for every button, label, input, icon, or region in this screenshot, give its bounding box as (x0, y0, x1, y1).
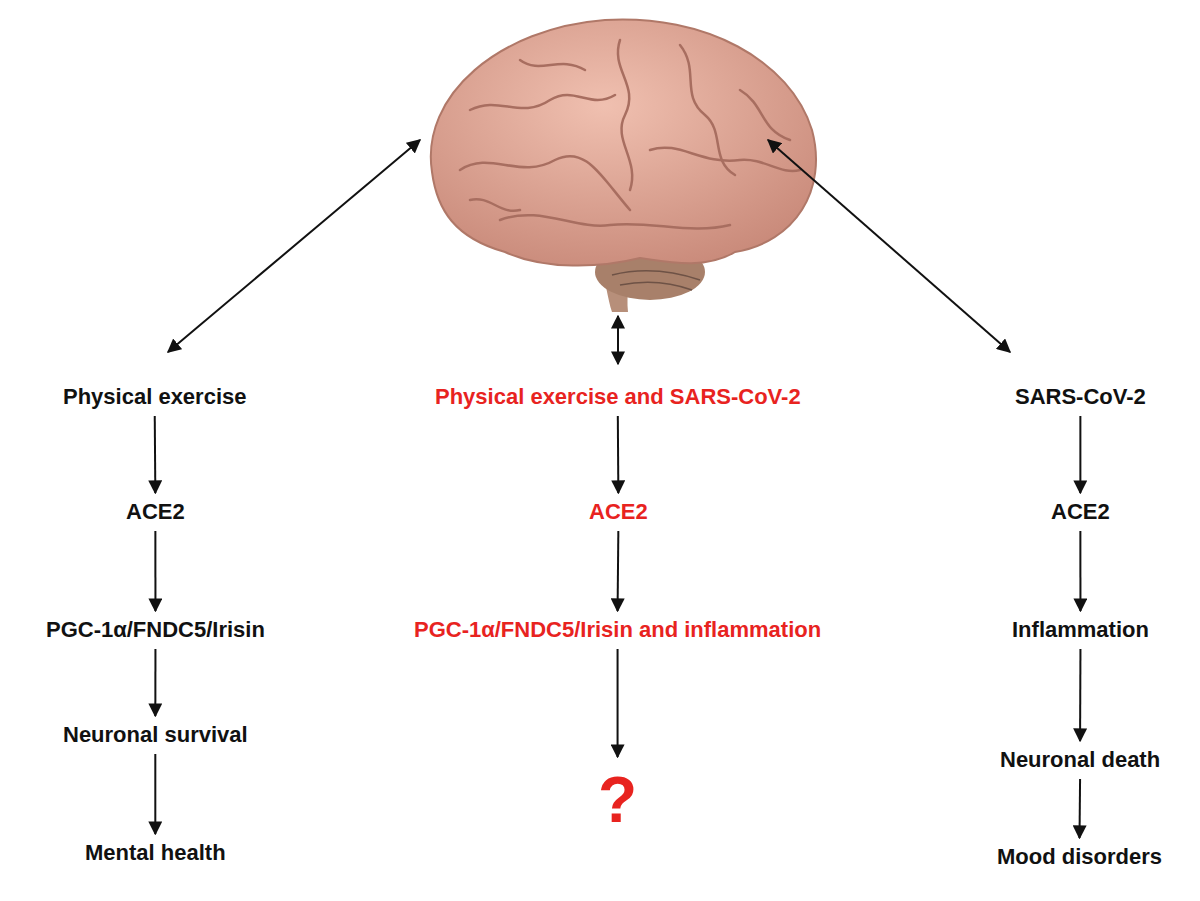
flow-arrow (1079, 416, 1081, 493)
node-label: PGC-1α/FNDC5/Irisin (46, 617, 265, 643)
flow-arrow (617, 649, 619, 757)
node-label: PGC-1α/FNDC5/Irisin and inflammation (414, 617, 821, 643)
node-label: Mood disorders (997, 844, 1162, 870)
cerebrum (431, 19, 816, 265)
cerebellum-folds (612, 271, 700, 290)
brain-link-arrow (768, 140, 1010, 352)
text-node: ACE2 (585, 497, 652, 527)
brain-link-arrow (617, 316, 619, 364)
node-label: ? (598, 763, 637, 837)
node-label: Neuronal survival (63, 722, 248, 748)
text-node: Neuronal death (996, 745, 1164, 775)
text-node: Neuronal survival (59, 720, 252, 750)
flow-arrow (1079, 531, 1081, 611)
text-node: ? (594, 761, 641, 839)
text-node: Mental health (81, 838, 230, 868)
node-label: SARS-CoV-2 (1015, 384, 1146, 410)
flow-arrow (617, 416, 620, 493)
flow-arrow (154, 531, 156, 611)
text-node: Inflammation (1008, 615, 1153, 645)
node-label: Physical exercise (63, 384, 246, 410)
text-node: PGC-1α/FNDC5/Irisin (42, 615, 269, 645)
node-label: Inflammation (1012, 617, 1149, 643)
text-node: ACE2 (1047, 497, 1114, 527)
flow-arrow (617, 531, 620, 611)
text-node: ACE2 (122, 497, 189, 527)
brain-link-arrow (168, 140, 420, 352)
text-node: Mood disorders (993, 842, 1166, 872)
node-label: ACE2 (1051, 499, 1110, 525)
flow-arrow (154, 754, 156, 834)
brain-gyri (460, 40, 800, 229)
node-label: Physical exercise and SARS-CoV-2 (435, 384, 801, 410)
flow-arrow (154, 416, 157, 493)
text-node: PGC-1α/FNDC5/Irisin and inflammation (410, 615, 825, 645)
text-node: Physical exercise (59, 382, 250, 412)
flow-arrow (1079, 779, 1082, 838)
node-label: Neuronal death (1000, 747, 1160, 773)
text-node: SARS-CoV-2 (1011, 382, 1150, 412)
node-label: Mental health (85, 840, 226, 866)
node-label: ACE2 (126, 499, 185, 525)
flow-arrow (154, 649, 156, 716)
node-label: ACE2 (589, 499, 648, 525)
flow-arrow (1079, 649, 1081, 741)
text-node: Physical exercise and SARS-CoV-2 (431, 382, 805, 412)
